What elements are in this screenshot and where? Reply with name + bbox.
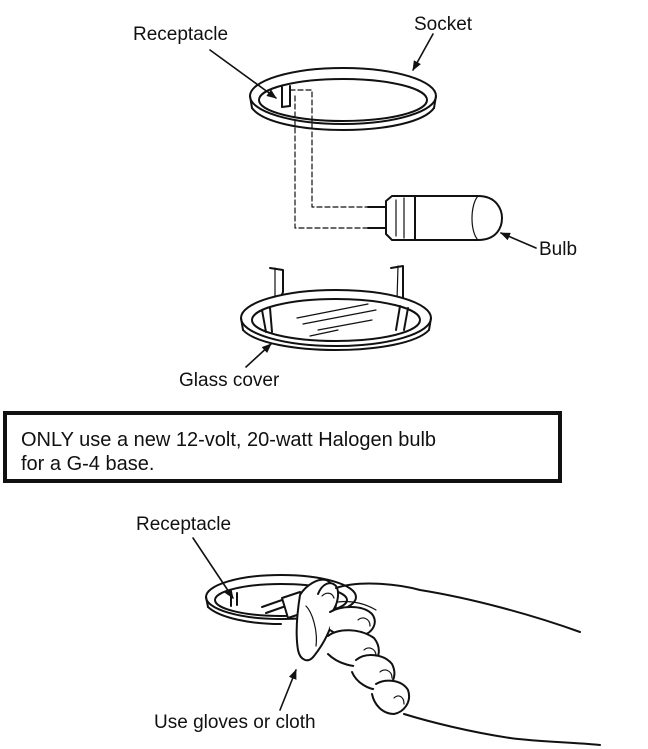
- glass-cover: [240, 265, 432, 351]
- receptacle-bottom-arrow: [192, 537, 234, 599]
- receptacle-label-bottom: Receptacle: [136, 514, 232, 535]
- receptacle-top-arrow: [209, 49, 277, 99]
- socket-ring: [249, 67, 437, 131]
- socket-label: Socket: [414, 14, 473, 35]
- notice-line-1: ONLY use a new 12-volt, 20-watt Halogen …: [21, 429, 437, 451]
- socket-arrow: [412, 33, 434, 71]
- bulb-label: Bulb: [539, 239, 578, 260]
- hand-holding-bulb: [261, 578, 601, 746]
- glass-cover-arrow: [245, 343, 272, 368]
- gloves-label: Use gloves or cloth: [154, 712, 316, 733]
- receptacle-tab: [281, 85, 291, 108]
- bulb-specification-notice: ONLY use a new 12-volt, 20-watt Halogen …: [3, 411, 562, 483]
- bulb-arrow: [500, 232, 537, 249]
- glass-cover-label: Glass cover: [179, 370, 280, 391]
- receptacle-label-top: Receptacle: [133, 24, 229, 45]
- notice-line-2: for a G-4 base.: [21, 453, 155, 475]
- guide-lines: [289, 89, 383, 229]
- gloves-arrow: [279, 669, 297, 711]
- socket-ring-lower: [205, 574, 357, 625]
- halogen-bulb: [367, 195, 503, 241]
